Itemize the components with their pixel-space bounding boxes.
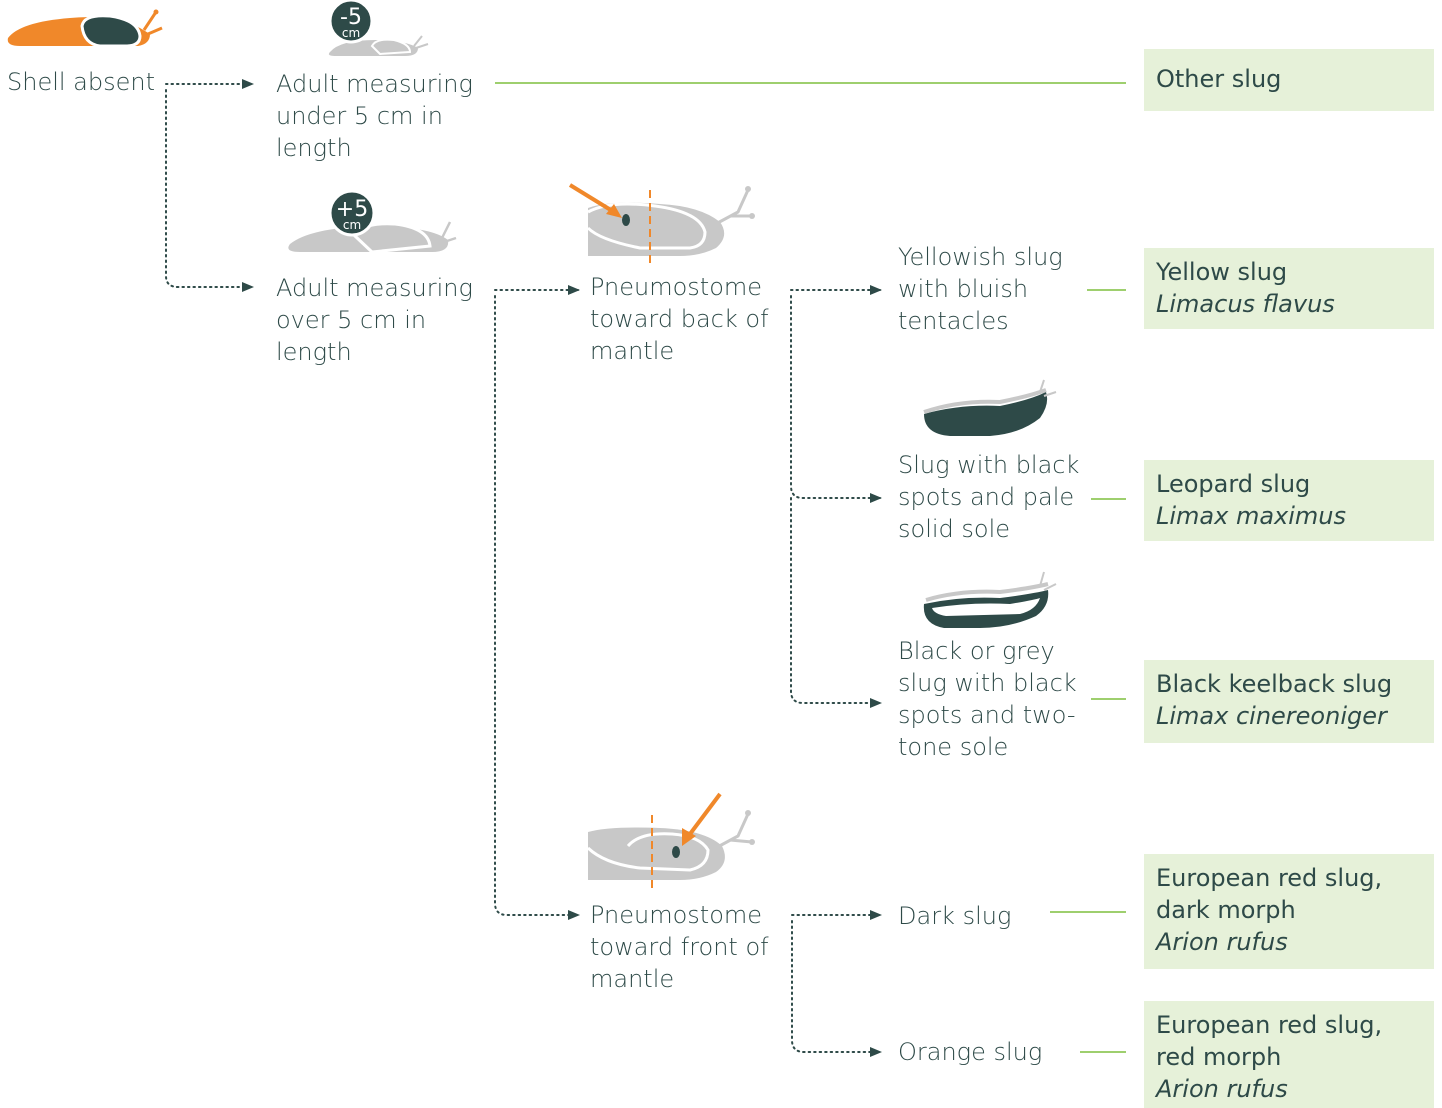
node-yellowish-slug: Yellowish slug with bluish tentacles bbox=[898, 243, 1063, 335]
result-leopard-name: Leopard slug bbox=[1156, 470, 1311, 498]
node-over-5cm: Adult measuring over 5 cm in length bbox=[276, 274, 473, 366]
node-black-grey-two-tone: Black or grey slug with black spots and … bbox=[898, 637, 1077, 761]
result-leopard-slug: Leopard slug Limax maximus bbox=[1144, 460, 1434, 541]
node-under-5cm: Adult measuring under 5 cm in length bbox=[276, 70, 473, 162]
arrow-back-to-blackgrey bbox=[790, 497, 882, 708]
result-reddark-name: European red slug, dark morph bbox=[1156, 864, 1383, 924]
large-grey-snail-icon bbox=[288, 189, 457, 254]
result-yellow-slug: Yellow slug Limacus flavus bbox=[1144, 248, 1434, 329]
result-red-slug-red: European red slug, red morph Arion rufus bbox=[1144, 1001, 1434, 1108]
small-grey-snail-icon bbox=[328, 0, 429, 56]
result-other-slug: Other slug bbox=[1144, 49, 1434, 111]
result-leopard-sci: Limax maximus bbox=[1156, 502, 1347, 530]
pneumostome-back-icon bbox=[568, 183, 755, 265]
arrow-front-to-orange bbox=[791, 920, 882, 1057]
badge-under-value: -5 bbox=[340, 5, 362, 30]
node-orange-slug: Orange slug bbox=[898, 1038, 1043, 1066]
orange-slug-icon bbox=[7, 9, 163, 48]
result-other-name: Other slug bbox=[1156, 65, 1282, 93]
two-tone-slug-icon bbox=[923, 571, 1057, 628]
result-keelback-slug: Black keelback slug Limax cinereoniger bbox=[1144, 660, 1434, 743]
result-keelback-name: Black keelback slug bbox=[1156, 670, 1393, 698]
arrow-over5-to-front bbox=[494, 295, 580, 920]
result-yellow-name: Yellow slug bbox=[1156, 258, 1288, 286]
node-black-spots-pale-sole: Slug with black spots and pale solid sol… bbox=[898, 451, 1080, 543]
node-dark-slug: Dark slug bbox=[898, 902, 1012, 930]
node-pneumostome-back: Pneumostome toward back of mantle bbox=[590, 273, 769, 365]
pneumostome-front-icon bbox=[586, 792, 755, 890]
badge-over-unit: cm bbox=[343, 218, 361, 232]
result-redred-name: European red slug, red morph bbox=[1156, 1011, 1383, 1071]
node-shell-absent: Shell absent bbox=[7, 68, 156, 96]
node-pneumostome-front: Pneumostome toward front of mantle bbox=[590, 901, 769, 993]
arrow-back-to-spotted bbox=[790, 295, 882, 503]
result-reddark-sci: Arion rufus bbox=[1156, 928, 1288, 956]
result-keelback-sci: Limax cinereoniger bbox=[1156, 702, 1387, 730]
badge-under-unit: cm bbox=[342, 26, 360, 40]
result-yellow-sci: Limacus flavus bbox=[1156, 290, 1335, 318]
spotted-slug-icon bbox=[923, 379, 1057, 436]
arrow-shell-to-over5 bbox=[165, 89, 254, 292]
badge-over-value: +5 bbox=[336, 197, 368, 222]
result-red-slug-dark: European red slug, dark morph Arion rufu… bbox=[1144, 854, 1434, 969]
result-redred-sci: Arion rufus bbox=[1156, 1075, 1288, 1103]
